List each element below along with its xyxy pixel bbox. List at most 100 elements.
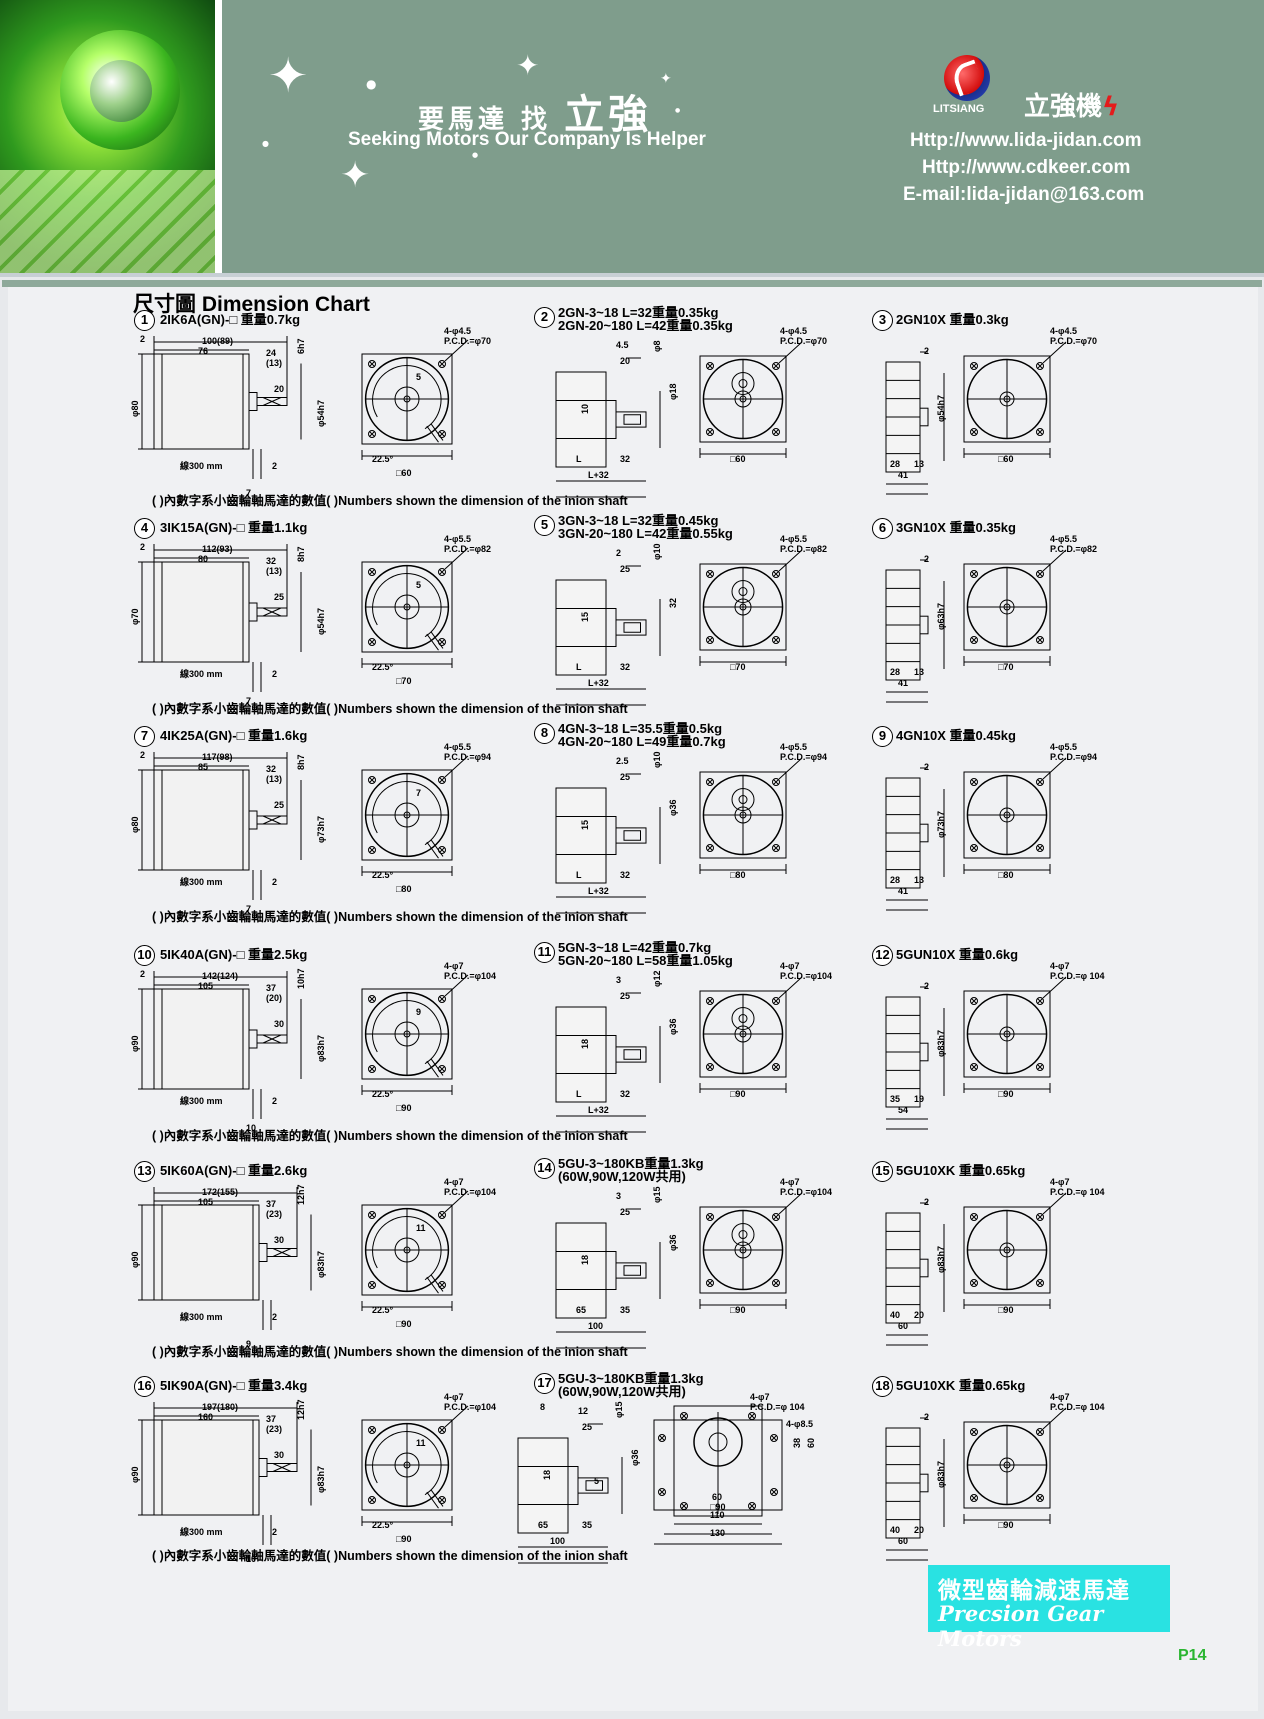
hero-image — [0, 0, 215, 273]
mounting-hole — [438, 1211, 446, 1219]
flange-circle — [966, 1209, 1048, 1291]
gear-dim-h: 100 — [550, 1536, 566, 1546]
hole-cross — [1037, 779, 1043, 785]
hole-cross — [707, 571, 713, 577]
shaft-length-label: 37 — [266, 1414, 277, 1424]
pilot-diameter-label: φ54h7 — [316, 400, 326, 427]
gear-dim-d: φ36 — [668, 1234, 678, 1251]
mounting-hole — [772, 428, 780, 436]
gear-dim-b: 20 — [620, 356, 631, 366]
shaft-circle — [403, 1246, 411, 1254]
decimal-dim-d: 19 — [914, 1094, 925, 1104]
mounting-hole — [970, 1063, 978, 1071]
website-link-2[interactable]: Http://www.cdkeer.com — [922, 157, 1131, 178]
lead-length-label: 線300 mm — [180, 461, 223, 471]
leader-line — [444, 974, 469, 997]
shaft-circle — [739, 811, 747, 819]
mounting-hole — [772, 997, 780, 1005]
mounting-hole — [368, 360, 376, 368]
angle-label: 22.5° — [372, 662, 394, 672]
hole-spec-label: 4-φ7 — [1050, 961, 1070, 971]
decimal-pilot-label: φ83h7 — [936, 1246, 946, 1273]
decimal-dim-d: 13 — [914, 875, 925, 885]
flange-square — [963, 771, 1051, 859]
key-width-label: 7 — [416, 788, 422, 798]
mounting-hole — [1036, 844, 1044, 852]
body-length-label: 80 — [198, 554, 209, 564]
square-size-label: □90 — [730, 1305, 746, 1315]
key-slot — [623, 830, 641, 841]
mounting-hole — [438, 1065, 446, 1073]
hole-spec-label: 4-φ7 — [780, 1177, 800, 1187]
shaft-circle — [739, 1030, 747, 1038]
gear-title: 3GN-3~18 L=32重量0.45kg — [558, 513, 719, 528]
key-line — [262, 397, 282, 406]
hole-spec-label: 4-φ5.5 — [444, 534, 471, 544]
dimension-label: 4-φ8.5 — [786, 1419, 813, 1429]
hole-cross — [369, 1427, 375, 1433]
mounting-hole — [1036, 1494, 1044, 1502]
motor-body — [153, 1204, 260, 1301]
hole-cross — [749, 1503, 755, 1509]
terminal-arc — [372, 781, 442, 846]
decimal-title: 2GN10X 重量0.3kg — [896, 312, 1009, 327]
gearhead-side-drawing — [555, 1208, 661, 1349]
mounting-hole — [970, 1428, 978, 1436]
gearhead-body — [555, 1006, 607, 1103]
dimension-note: ( )內數字系小齒輪軸馬達的數值( )Numbers shown the dim… — [152, 494, 628, 508]
gear-title: (60W,90W,120W共用) — [558, 1169, 686, 1184]
globe-icon — [90, 60, 152, 122]
hole-cross — [439, 639, 445, 645]
decimal-boss — [919, 1258, 929, 1278]
flange-circle — [364, 1422, 450, 1508]
mounting-hole — [680, 1502, 688, 1510]
email-link[interactable]: E-mail:lida-jidan@163.com — [903, 184, 1145, 205]
key-slot — [623, 1265, 641, 1276]
gear-shaft — [615, 411, 647, 428]
leader-line — [1042, 1407, 1067, 1430]
gear-shaft-circle — [731, 372, 755, 396]
website-link-1[interactable]: Http://www.lida-jidan.com — [910, 130, 1142, 151]
gear-dim-c: φ8 — [652, 340, 662, 352]
hole-cross — [707, 637, 713, 643]
square-size-label: □90 — [998, 1089, 1014, 1099]
lead-wire — [426, 841, 439, 859]
pinion-length-label: (20) — [266, 993, 283, 1003]
mounting-hole — [1036, 636, 1044, 644]
mounting-hole — [770, 1434, 778, 1442]
motor-front-drawing — [361, 547, 469, 668]
product-badge: 微型齒輪減速馬達 Precsion Gear Motors — [928, 1565, 1170, 1651]
gear-dim-a: 3 — [616, 975, 622, 985]
lead-length-label: 線300 mm — [180, 669, 223, 679]
mounting-hole — [1036, 997, 1044, 1005]
pilot-boss — [248, 1029, 258, 1049]
hole-spec-label: 4-φ4.5 — [1050, 326, 1077, 336]
gear-title: 2GN-20~180 L=42重量0.35kg — [558, 318, 733, 333]
motor-body — [153, 561, 250, 663]
mounting-hole — [438, 430, 446, 438]
pinion-length-label: (13) — [266, 566, 283, 576]
hole-cross — [773, 845, 779, 851]
body-length-label: 105 — [198, 1197, 214, 1207]
decimal-pilot-label: φ54h7 — [936, 395, 946, 422]
shaft-fit-label: 6h7 — [296, 338, 306, 354]
pilot-boss — [258, 1243, 268, 1262]
gearhead-body — [555, 787, 607, 884]
gear-shaft-inner — [738, 1230, 748, 1240]
hole-cross — [439, 777, 445, 783]
motor-body — [153, 1419, 260, 1516]
square-size-label: □90 — [710, 1502, 726, 1512]
hole-cross — [971, 1064, 977, 1070]
hole-spec-label: 4-φ7 — [444, 1177, 464, 1187]
flange-square — [699, 1206, 787, 1294]
motor-title: 5IK40A(GN)-□ 重量2.5kg — [160, 947, 308, 962]
gear-dim-e: 15 — [580, 611, 590, 622]
mounting-hole — [970, 362, 978, 370]
gear-shaft-circle — [731, 1223, 755, 1247]
pcd-label: P.C.D.=φ82 — [780, 544, 828, 554]
slogan-english: Seeking Motors Our Company Is Helper — [348, 129, 706, 150]
hub-circle — [999, 1457, 1015, 1473]
hole-cross — [659, 1489, 665, 1495]
gear-title: 2GN-3~18 L=32重量0.35kg — [558, 305, 719, 320]
pcd-label: P.C.D.=φ94 — [1050, 752, 1098, 762]
